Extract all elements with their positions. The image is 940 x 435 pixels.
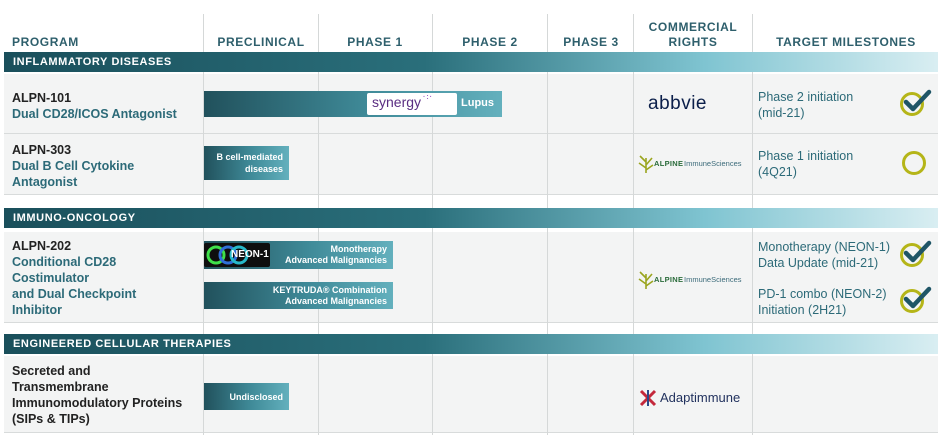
header-phase3: PHASE 3 [563, 35, 619, 49]
check-complete-icon [900, 240, 932, 267]
alpine-mark-icon [638, 271, 654, 289]
program-description-line2: Antagonist [12, 175, 78, 189]
milestone-line2: Data Update (mid-21) [758, 256, 879, 270]
check-complete-icon [900, 89, 932, 116]
program-description-line1: Dual B Cell Cytokine [12, 159, 135, 173]
milestone-line1: Phase 1 initiation [758, 149, 854, 163]
pending-circle-icon [902, 151, 926, 175]
program-description-line1: Conditional CD28 [12, 255, 117, 269]
program-name: ALPN-101 [12, 91, 72, 105]
program-description-line4: Inhibitor [12, 303, 62, 317]
program-name-line3: Immunomodulatory Proteins [12, 396, 183, 410]
synergy-logo: synergy ·:· [367, 93, 457, 115]
milestone-line1: Phase 2 initiation [758, 90, 854, 104]
indication-label-line1: KEYTRUDA® Combination [272, 285, 387, 295]
indication-label: Undisclosed [229, 392, 283, 402]
row-sips [4, 356, 938, 432]
program-sips-tips: Secreted and Transmembrane Immunomodulat… [12, 363, 202, 427]
milestone-line1: Monotherapy (NEON-1) [758, 240, 890, 254]
progress-bar-alpn101: synergy ·:· Lupus [204, 91, 502, 117]
program-description-line3: and Dual Checkpoint [12, 287, 137, 301]
header-program: PROGRAM [12, 35, 79, 49]
header-phase1: PHASE 1 [347, 35, 403, 49]
milestone-alpn303: Phase 1 initiation (4Q21) [758, 148, 853, 180]
program-description: Dual CD28/ICOS Antagonist [12, 107, 177, 121]
milestone-line1: PD-1 combo (NEON-2) [758, 287, 887, 301]
row-alpn202 [4, 232, 938, 322]
neon1-logo: NEON-1 [204, 243, 270, 267]
row-divider [4, 133, 938, 134]
neon-rings-icon [206, 245, 249, 265]
program-alpn101: ALPN-101 Dual CD28/ICOS Antagonist [12, 90, 202, 122]
header-commercial-line1: COMMERCIAL [648, 20, 738, 34]
indication-label-line1: Monotherapy [330, 244, 387, 254]
alpine-logo: ALPINE ImmuneSciences [637, 268, 751, 292]
program-description-line2: Costimulator [12, 271, 90, 285]
indication-label-line2: diseases [244, 164, 283, 174]
milestone-line2: (4Q21) [758, 165, 797, 179]
program-name-line1: Secreted and [12, 364, 91, 378]
milestone-alpn202-1: Monotherapy (NEON-1) Data Update (mid-21… [758, 239, 890, 271]
milestone-line2: (mid-21) [758, 106, 805, 120]
section-immuno-oncology: IMMUNO-ONCOLOGY [4, 208, 938, 228]
row-divider [4, 322, 938, 323]
progress-bar-alpn202-combination: KEYTRUDA® Combination Advanced Malignanc… [204, 282, 393, 309]
header-milestones: TARGET MILESTONES [776, 35, 916, 49]
alpine-mark-icon [638, 155, 654, 173]
program-name: ALPN-303 [12, 143, 72, 157]
milestone-alpn101: Phase 2 initiation (mid-21) [758, 89, 853, 121]
program-name-line2: Transmembrane [12, 380, 109, 394]
header-preclinical: PRECLINICAL [217, 35, 305, 49]
alpine-logo: ALPINE ImmuneSciences [637, 152, 751, 176]
check-complete-icon [900, 286, 932, 313]
adaptimmune-logo: Adaptimmune [639, 389, 749, 407]
section-inflammatory: INFLAMMATORY DISEASES [4, 52, 938, 72]
milestone-line2: Initiation (2H21) [758, 303, 847, 317]
abbvie-logo: abbvie [648, 93, 707, 114]
progress-bar-sips: Undisclosed [204, 383, 289, 410]
progress-bar-alpn303: B cell-mediated diseases [204, 146, 289, 180]
indication-label-line2: Advanced Malignancies [284, 296, 387, 306]
program-alpn202: ALPN-202 Conditional CD28 Costimulator a… [12, 238, 202, 318]
header-commercial-line2: RIGHTS [668, 35, 718, 49]
program-name: ALPN-202 [12, 239, 72, 253]
progress-bar-alpn202-monotherapy: NEON-1 Monotherapy Advanced Malignancies [204, 241, 393, 269]
section-cellular-therapies: ENGINEERED CELLULAR THERAPIES [4, 334, 938, 354]
program-name-line4: (SIPs & TIPs) [12, 412, 90, 426]
header-phase2: PHASE 2 [462, 35, 518, 49]
indication-label-line2: Advanced Malignancies [284, 255, 387, 265]
adaptimmune-mark-icon [639, 389, 657, 407]
header-commercial-rights: COMMERCIAL RIGHTS [634, 14, 752, 50]
row-alpn303 [4, 134, 938, 194]
row-divider [4, 194, 938, 195]
program-alpn303: ALPN-303 Dual B Cell Cytokine Antagonist [12, 142, 202, 190]
indication-label-line1: B cell-mediated [216, 152, 283, 162]
synergy-dots-icon: ·:· [423, 94, 433, 101]
indication-label: Lupus [461, 97, 494, 109]
row-divider [4, 432, 938, 433]
milestone-alpn202-2: PD-1 combo (NEON-2) Initiation (2H21) [758, 286, 887, 318]
